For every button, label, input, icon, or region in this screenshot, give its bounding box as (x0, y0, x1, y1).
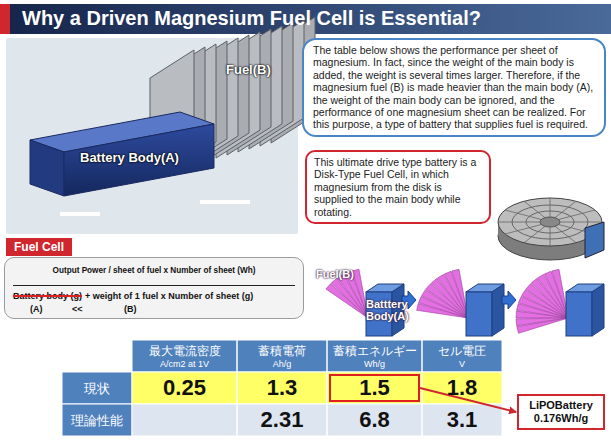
fuel-blade (516, 311, 568, 318)
drawing-stroke (555, 226, 576, 242)
fuel-blade (326, 284, 368, 318)
formula-denominator: Battery body (g) (13, 291, 82, 301)
battery-block (466, 292, 492, 336)
node-text: The table below shows the performance pe… (313, 44, 595, 131)
part-label: Fuel(B) (316, 268, 354, 280)
part-label: Batttery Body(A) (366, 298, 424, 322)
drawing-stroke (524, 201, 545, 217)
fraction-rule (13, 285, 295, 286)
fuel-blade (517, 304, 568, 318)
callout-box: This ultimate drive type battery is a Di… (305, 150, 491, 224)
table-value: 1.3 (237, 375, 327, 401)
part-label: Fuel(B) (226, 62, 271, 77)
part-label: (A) (30, 304, 43, 314)
table-value: 0.25 (132, 375, 237, 401)
disk-illustration (498, 198, 604, 260)
drawing-stroke (505, 210, 541, 220)
note-box: The table below shows the performance pe… (302, 38, 606, 137)
part-label: << (72, 304, 83, 314)
scale-bar (200, 200, 250, 204)
drawing-stroke (560, 222, 602, 223)
table-header: 最大電流密度 (132, 343, 237, 360)
table-header: セル電圧 (422, 343, 502, 360)
table-header: A/cm2 at 1V (132, 359, 237, 369)
battery-block (592, 284, 604, 336)
node-text: 1.5 (331, 376, 418, 400)
table-header: V (422, 359, 502, 369)
slide-title: Why a Driven Magnesium Fuel Cell is Esse… (22, 7, 481, 30)
fuel-blade (331, 279, 368, 318)
highlight-cell: 1.5 (329, 374, 420, 402)
formula-box: Output Power / sheet of fuel x Number of… (4, 257, 304, 319)
table-header: 蓄積電荷 (237, 343, 327, 360)
drawing-stroke (505, 225, 541, 235)
drawing-stroke (559, 210, 595, 220)
comparison-box: LiPOBattery 0.176Wh/g (517, 394, 605, 430)
battery-block (566, 292, 592, 336)
part-label: (B) (124, 304, 137, 314)
table-grid (62, 340, 502, 436)
table-value: 6.8 (327, 407, 422, 433)
table-value: 1.8 (422, 375, 502, 401)
table-header: Ah/g (237, 359, 327, 369)
step-arrow (502, 291, 516, 309)
fan-illustrations (326, 269, 604, 336)
title-accent (0, 4, 10, 34)
drawing-stroke (550, 227, 551, 246)
table-header: 理論性能 (62, 412, 132, 430)
table-header: Wh/g (327, 359, 422, 369)
table-value: 2.31 (237, 407, 327, 433)
section-tab: Fuel Cell (6, 238, 72, 256)
scale-bar (60, 212, 100, 216)
node-text: Fuel Cell (14, 240, 64, 254)
fuel-blade (417, 304, 468, 318)
node-text: This ultimate drive type battery is a Di… (314, 156, 482, 218)
drawing-stroke (555, 201, 576, 217)
drawing-stroke (524, 226, 545, 242)
node-text: LiPOBattery 0.176Wh/g (523, 399, 599, 425)
table-header: 蓄積エネルギー (327, 343, 422, 360)
drawing-stroke (550, 198, 551, 217)
battery-block (492, 284, 504, 336)
table-header: 現状 (62, 380, 132, 398)
part-label: Battery Body(A) (80, 150, 179, 165)
formula-numerator: Output Power / sheet of fuel x Number of… (5, 266, 303, 275)
battery-body (30, 112, 214, 196)
drawing-stroke (498, 222, 540, 223)
fuel-blade (517, 318, 568, 333)
table-value: 3.1 (422, 407, 502, 433)
formula-denominator: + weight of 1 fuel x Number of sheet (g) (85, 291, 253, 301)
